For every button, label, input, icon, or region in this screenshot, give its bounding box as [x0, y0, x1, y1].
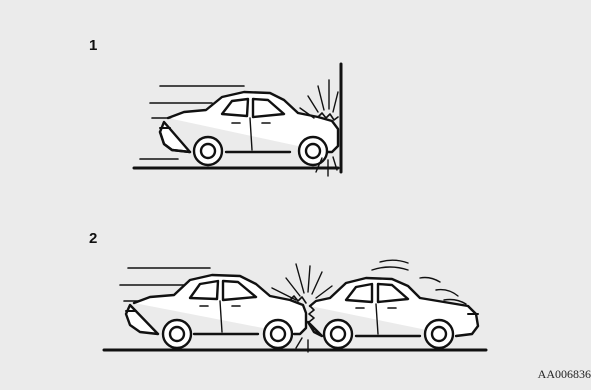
rear-end-collision-scene: [104, 260, 486, 352]
striking-car-icon: [126, 275, 306, 348]
struck-car-icon: [308, 278, 478, 348]
figure-code: AA0068363: [538, 367, 591, 382]
wall-collision-scene: [134, 64, 341, 176]
